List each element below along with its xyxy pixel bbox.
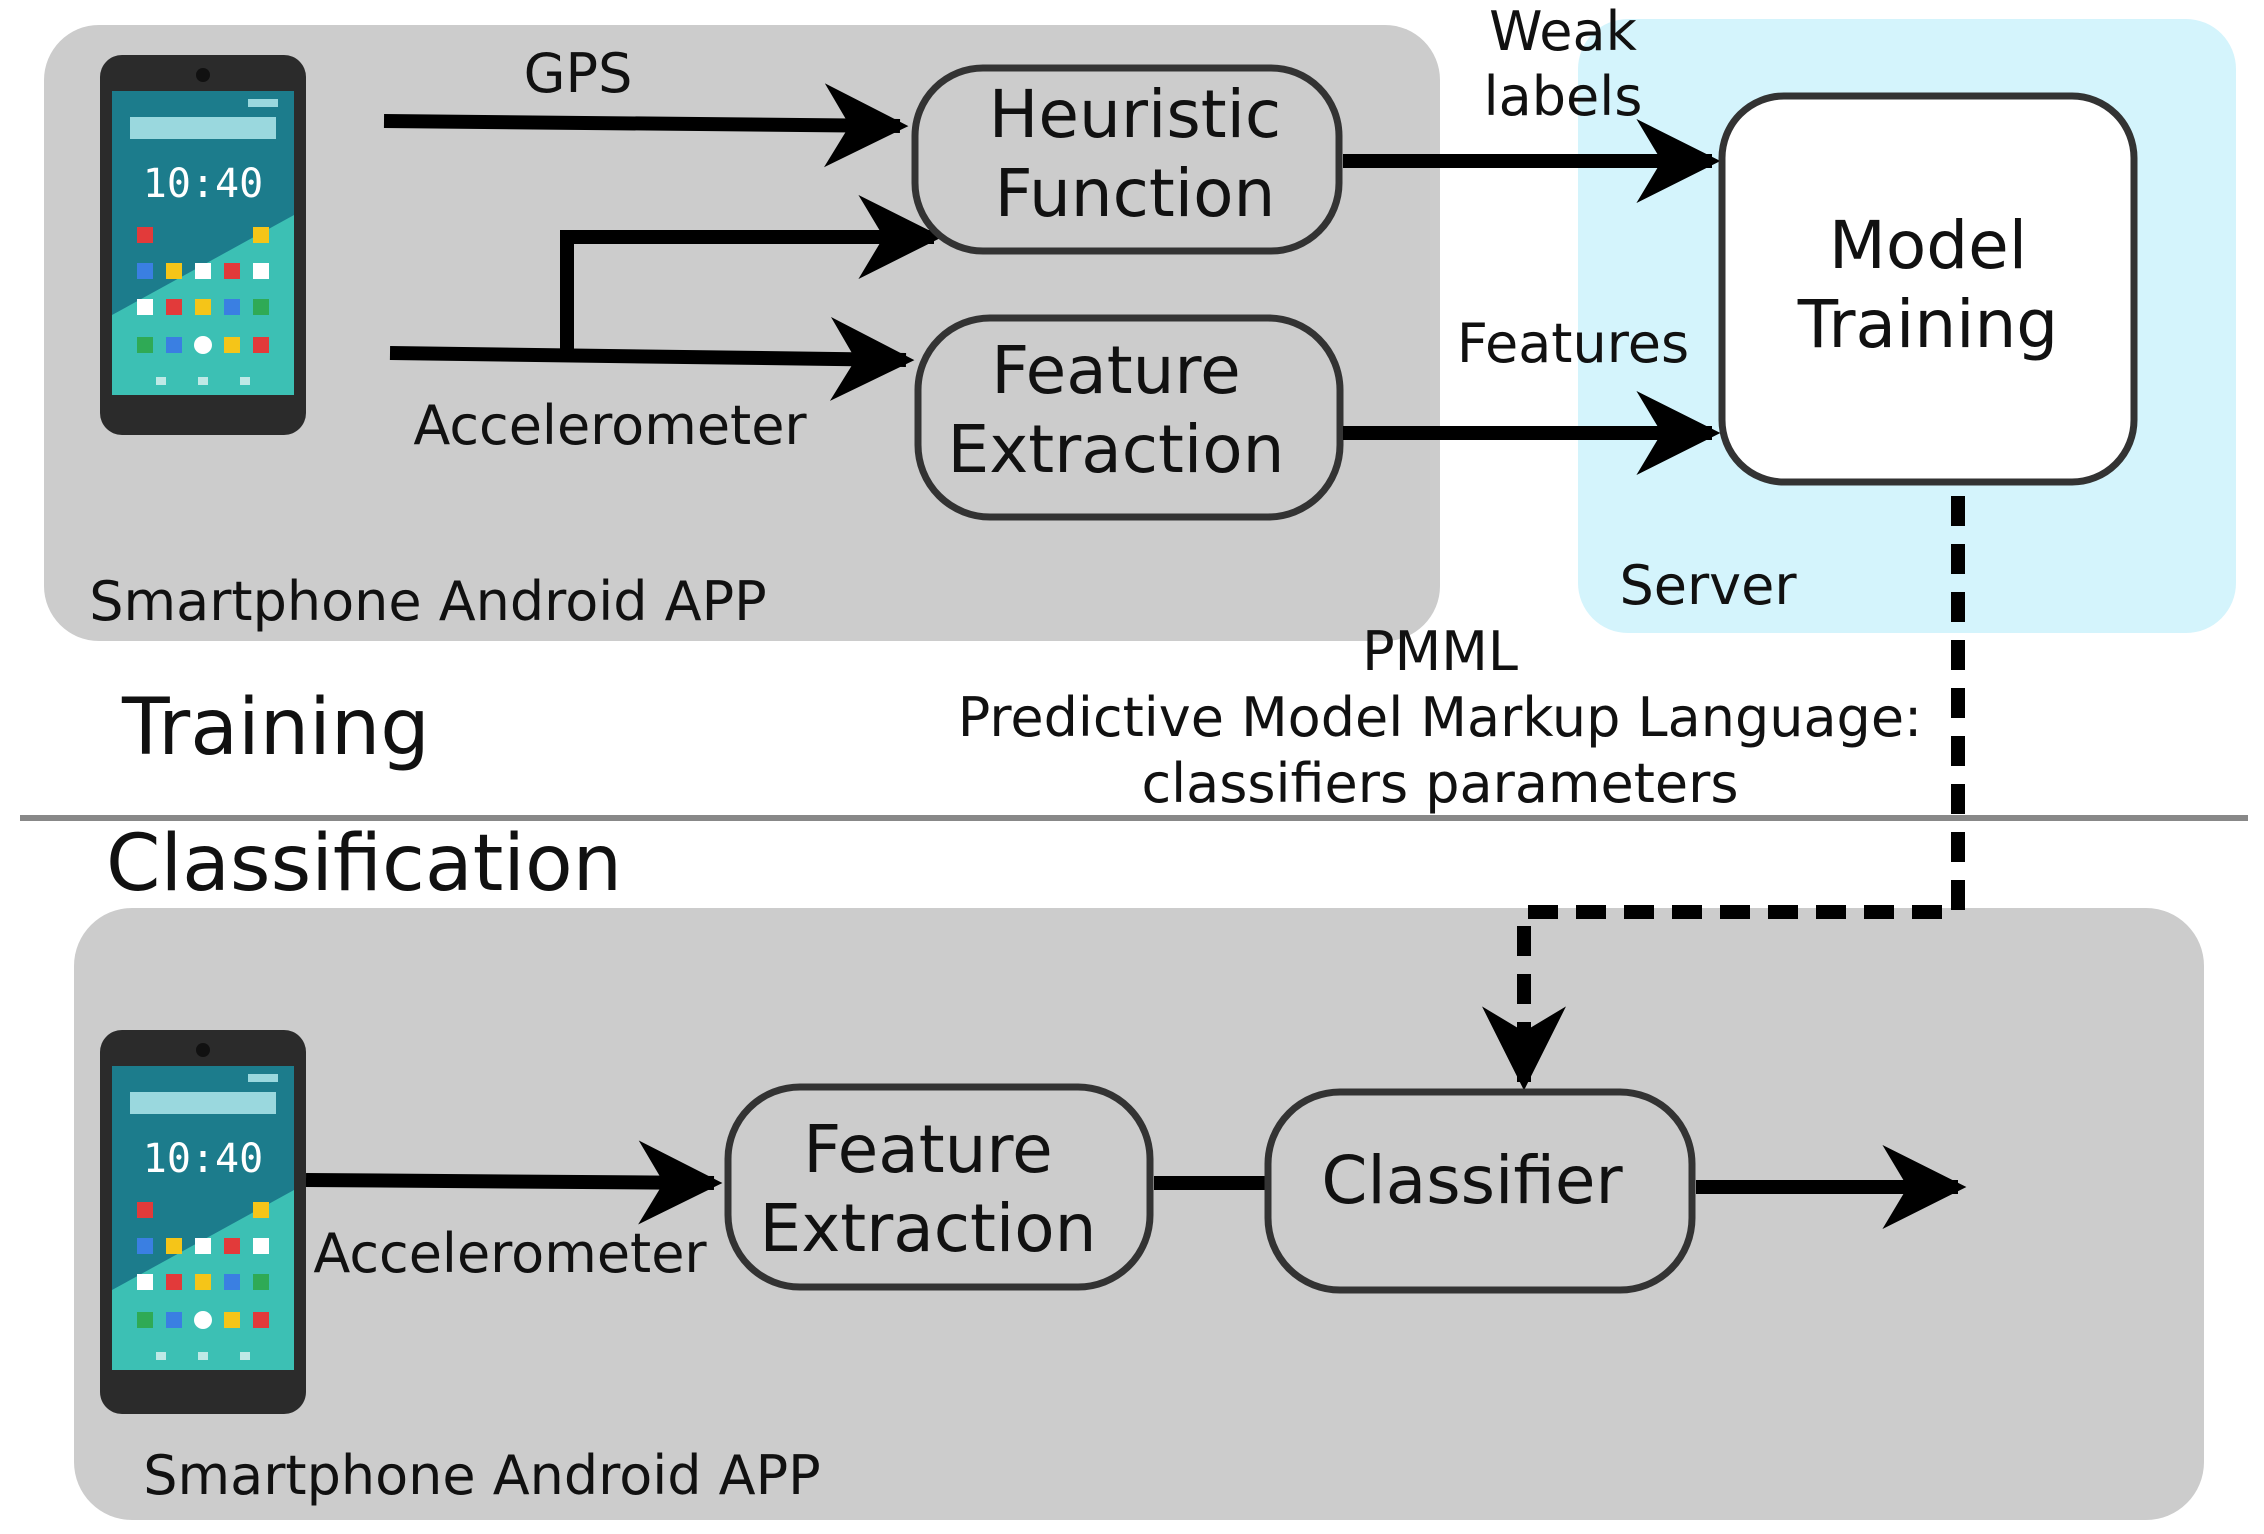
classification-app-dots — [137, 1202, 269, 1360]
training-app-dots — [137, 227, 269, 385]
training-feature-line2: Extraction — [948, 411, 1285, 488]
training-accelerometer-label: Accelerometer — [413, 394, 807, 457]
training-panel-label: Smartphone Android APP — [89, 570, 767, 633]
weak-labels-line2: labels — [1484, 65, 1643, 128]
classification-accelerometer-arrow — [305, 1140, 723, 1225]
gps-label: GPS — [524, 42, 633, 105]
model-line1: Model — [1829, 207, 2027, 284]
classifier-box: Classifier — [1264, 1088, 1696, 1294]
server-label: Server — [1619, 554, 1797, 617]
classification-section-label: Classification — [106, 819, 622, 909]
pmml-line1: PMML — [1362, 620, 1518, 683]
training-phone-clock: 10:40 — [143, 161, 263, 207]
pmml-line3: classifiers parameters — [1141, 752, 1738, 815]
classification-smartphone-icon: 10:40 — [100, 1030, 306, 1414]
classification-feature-extraction-box: Feature Extraction — [724, 1083, 1154, 1291]
training-feature-line1: Feature — [991, 332, 1240, 409]
classification-phone-clock: 10:40 — [143, 1136, 263, 1182]
weak-labels-line1: Weak — [1489, 0, 1638, 63]
pmml-dashed-arrow — [1517, 496, 1965, 1040]
training-accelerometer-arrow — [389, 316, 915, 401]
classification-feature-line1: Feature — [803, 1111, 1052, 1188]
model-training-box: Model Training — [1718, 92, 2138, 486]
classifier-label: Classifier — [1321, 1142, 1623, 1219]
heuristic-line2: Function — [995, 155, 1276, 232]
features-label: Features — [1457, 312, 1689, 375]
training-feature-extraction-box: Feature Extraction — [914, 314, 1344, 521]
training-smartphone-icon: 10:40 — [100, 55, 306, 435]
gps-arrow — [383, 83, 909, 168]
model-line2: Training — [1797, 286, 2058, 363]
pmml-line2: Predictive Model Markup Language: — [958, 686, 1923, 749]
classification-accelerometer-label: Accelerometer — [313, 1222, 707, 1285]
classification-feature-line2: Extraction — [760, 1190, 1097, 1267]
accelerometer-branch-arrow — [560, 195, 943, 353]
classification-panel-label: Smartphone Android APP — [143, 1444, 821, 1507]
heuristic-function-box: Heuristic Function — [911, 64, 1343, 255]
training-section-label: Training — [121, 683, 430, 773]
heuristic-line1: Heuristic — [989, 76, 1281, 153]
